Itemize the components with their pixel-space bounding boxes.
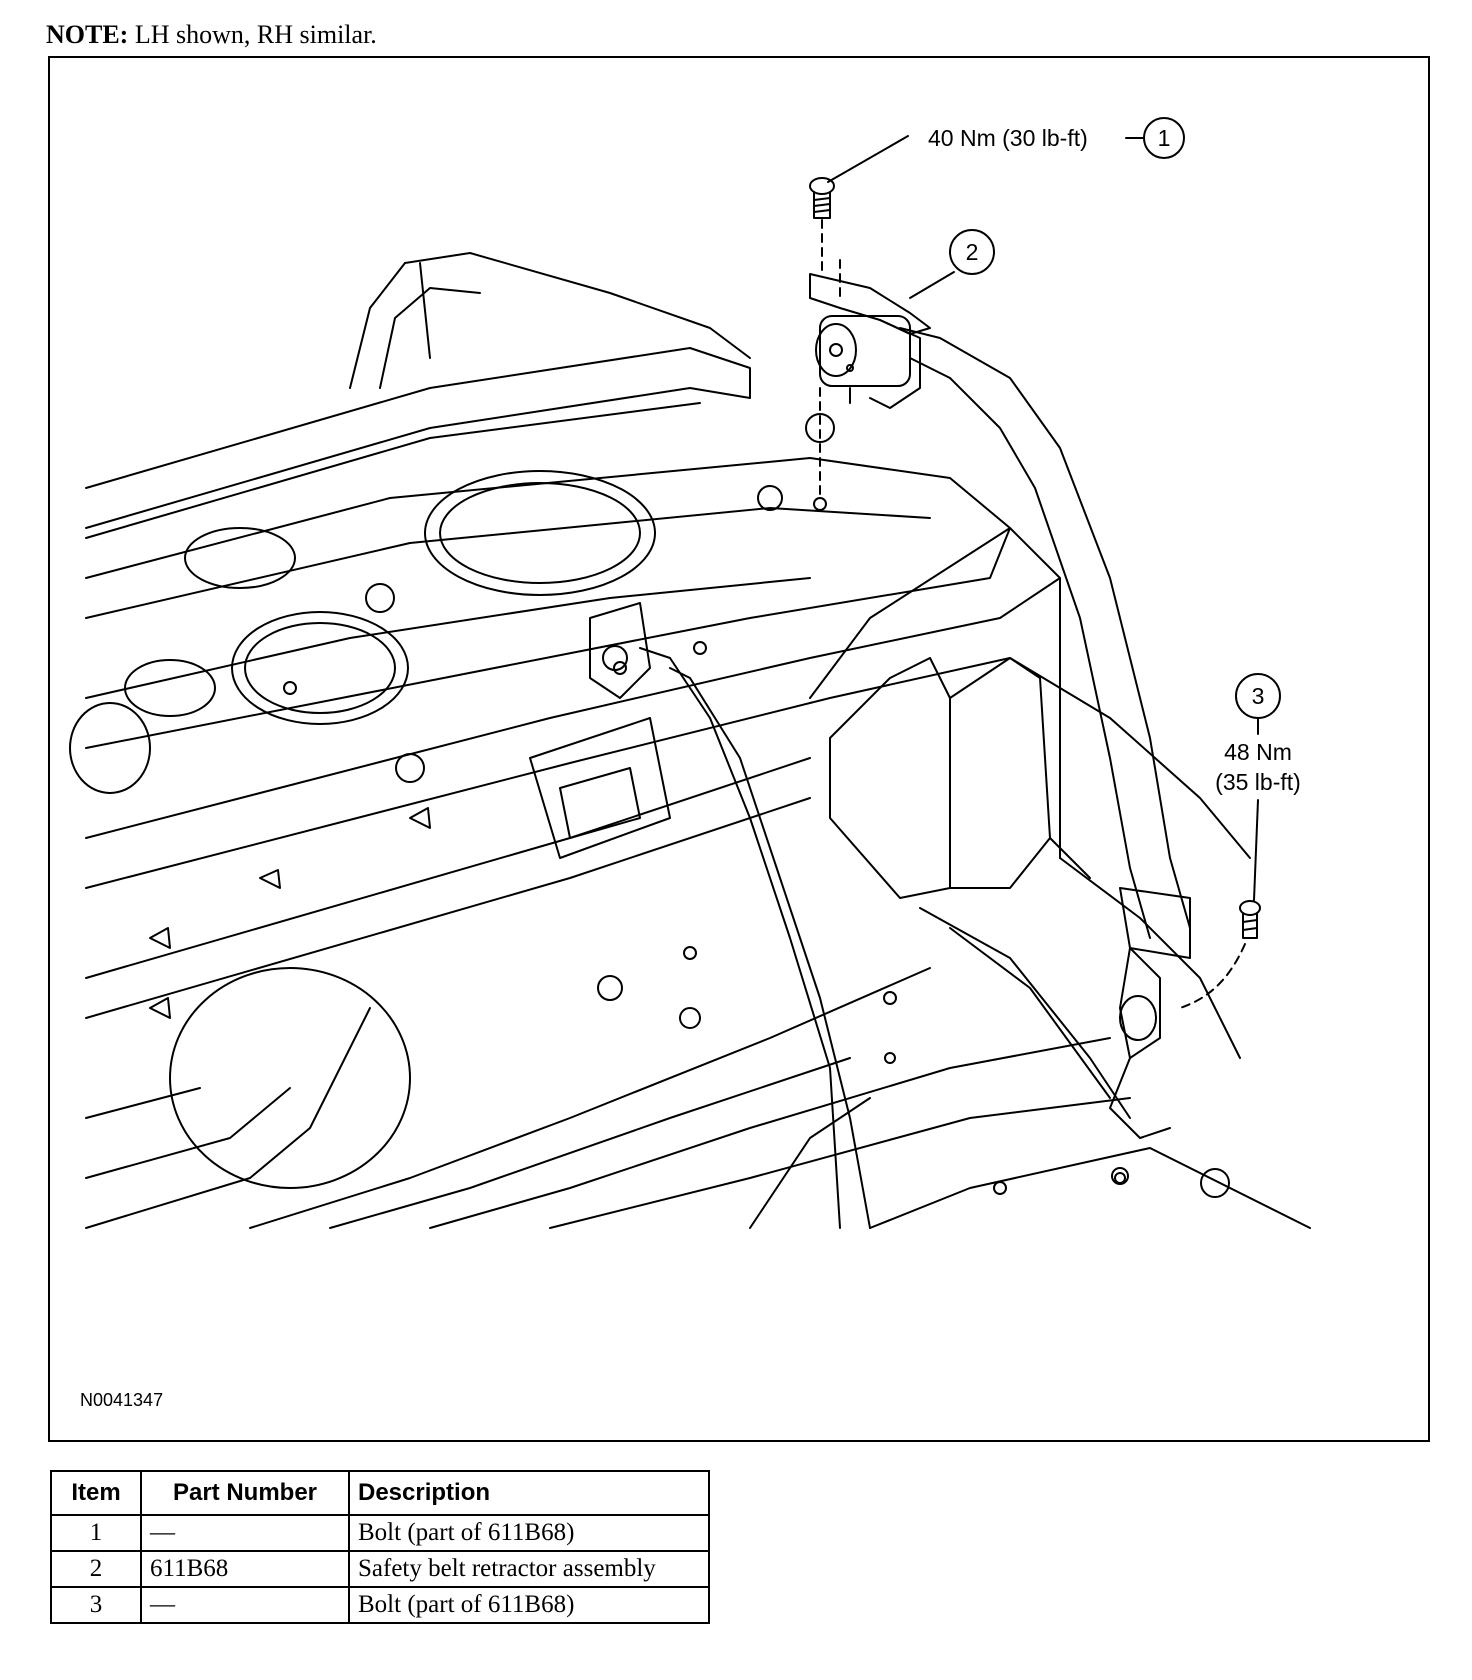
- header-item: Item: [50, 1470, 142, 1516]
- callout-3: 3 48 Nm (35 lb-ft): [1215, 673, 1301, 901]
- lower-anchor-drawing: [1109, 887, 1261, 1185]
- cell-description: Bolt (part of 611B68): [348, 1514, 710, 1552]
- cell-part-number: 611B68: [140, 1550, 350, 1588]
- retractor-assembly-drawing: [809, 257, 931, 511]
- callout-2-number: 2: [966, 239, 979, 265]
- parts-table: Item Part Number Description 1 — Bolt (p…: [50, 1470, 710, 1624]
- figure-id: N0041347: [80, 1390, 164, 1410]
- table-row: 2 611B68 Safety belt retractor assembly: [50, 1550, 710, 1588]
- cell-part-number: —: [140, 1586, 350, 1624]
- cell-description: Safety belt retractor assembly: [348, 1550, 710, 1588]
- vehicle-body-drawing: [69, 252, 1311, 1229]
- upper-bolt-drawing: [809, 177, 835, 277]
- callout-3-torque-lbft: (35 lb-ft): [1215, 769, 1301, 795]
- exploded-view-figure: 40 Nm (30 lb-ft) 1 2 3 48 Nm (35 lb-ft) …: [48, 56, 1430, 1442]
- callout-3-torque-nm: 48 Nm: [1224, 739, 1292, 765]
- callout-1-torque: 40 Nm (30 lb-ft): [928, 125, 1088, 151]
- table-row: 3 — Bolt (part of 611B68): [50, 1586, 710, 1624]
- line-drawing: 40 Nm (30 lb-ft) 1 2 3 48 Nm (35 lb-ft): [69, 117, 1311, 1229]
- note-text: LH shown, RH similar.: [134, 20, 377, 49]
- cell-item: 2: [50, 1550, 142, 1588]
- callout-1: 40 Nm (30 lb-ft) 1: [827, 117, 1185, 183]
- cell-item: 3: [50, 1586, 142, 1624]
- callout-1-number: 1: [1158, 125, 1171, 151]
- note-line: NOTE: LH shown, RH similar.: [46, 18, 377, 52]
- callout-3-number: 3: [1252, 683, 1265, 709]
- safety-belt-webbing: [639, 327, 1191, 1229]
- header-description: Description: [348, 1470, 710, 1516]
- cell-item: 1: [50, 1514, 142, 1552]
- parts-table-header-row: Item Part Number Description: [50, 1470, 710, 1516]
- table-row: 1 — Bolt (part of 611B68): [50, 1514, 710, 1552]
- note-label: NOTE:: [46, 20, 129, 49]
- cell-description: Bolt (part of 611B68): [348, 1586, 710, 1624]
- header-part-number: Part Number: [140, 1470, 350, 1516]
- cell-part-number: —: [140, 1514, 350, 1552]
- callout-2: 2: [909, 229, 995, 299]
